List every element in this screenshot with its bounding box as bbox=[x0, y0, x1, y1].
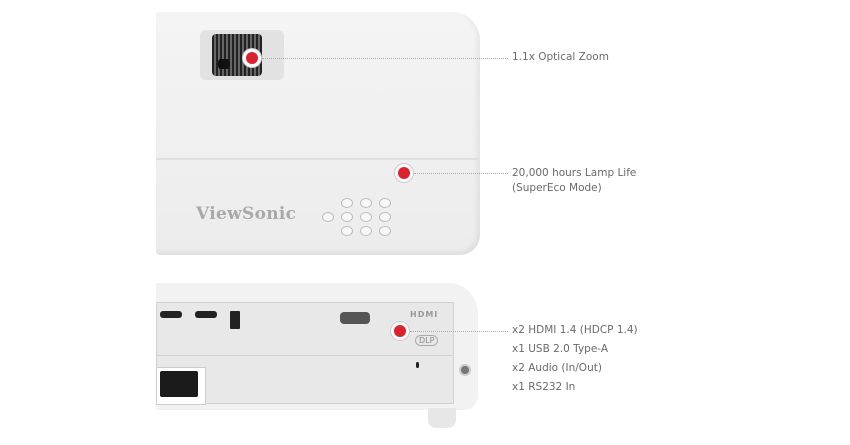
control-key bbox=[360, 212, 372, 222]
control-key bbox=[360, 198, 372, 208]
divider bbox=[156, 158, 478, 160]
io-callout-audio: x2 Audio (In/Out) bbox=[512, 362, 602, 374]
hdmi-2-port bbox=[195, 311, 217, 318]
io-callout-rs232: x1 RS232 In bbox=[512, 381, 576, 393]
lamp-callout-line2: (SuperEco Mode) bbox=[512, 182, 602, 194]
zoom-leader-line bbox=[262, 58, 508, 59]
io-callout-usb: x1 USB 2.0 Type-A bbox=[512, 343, 609, 355]
kensington-lock bbox=[416, 362, 419, 368]
zoom-marker-icon bbox=[246, 52, 258, 64]
control-key bbox=[341, 198, 353, 208]
divider bbox=[156, 355, 452, 356]
control-key bbox=[360, 226, 372, 236]
control-key bbox=[341, 212, 353, 222]
adjustable-foot bbox=[428, 408, 456, 428]
zoom-callout: 1.1x Optical Zoom bbox=[512, 51, 609, 63]
dlp-logo: DLP bbox=[415, 335, 439, 346]
control-key bbox=[379, 198, 391, 208]
io-leader-line bbox=[410, 331, 508, 332]
power-socket-inner bbox=[160, 371, 198, 397]
focus-knob bbox=[218, 59, 230, 69]
io-marker-icon bbox=[394, 325, 406, 337]
lamp-leader-line bbox=[414, 173, 508, 174]
lamp-callout-line1: 20,000 hours Lamp Life bbox=[512, 167, 637, 179]
control-key bbox=[341, 226, 353, 236]
control-key bbox=[379, 226, 391, 236]
brand-logo: ViewSonic bbox=[196, 204, 297, 224]
hdmi-1-port bbox=[160, 311, 182, 318]
screw-icon bbox=[459, 364, 471, 376]
power-key bbox=[322, 212, 334, 222]
control-key bbox=[379, 212, 391, 222]
rs232-port bbox=[340, 312, 370, 324]
usb-port bbox=[230, 311, 240, 329]
lamp-marker-icon bbox=[398, 167, 410, 179]
io-callout-hdmi: x2 HDMI 1.4 (HDCP 1.4) bbox=[512, 324, 638, 336]
hdmi-logo: HDMI bbox=[410, 310, 439, 319]
